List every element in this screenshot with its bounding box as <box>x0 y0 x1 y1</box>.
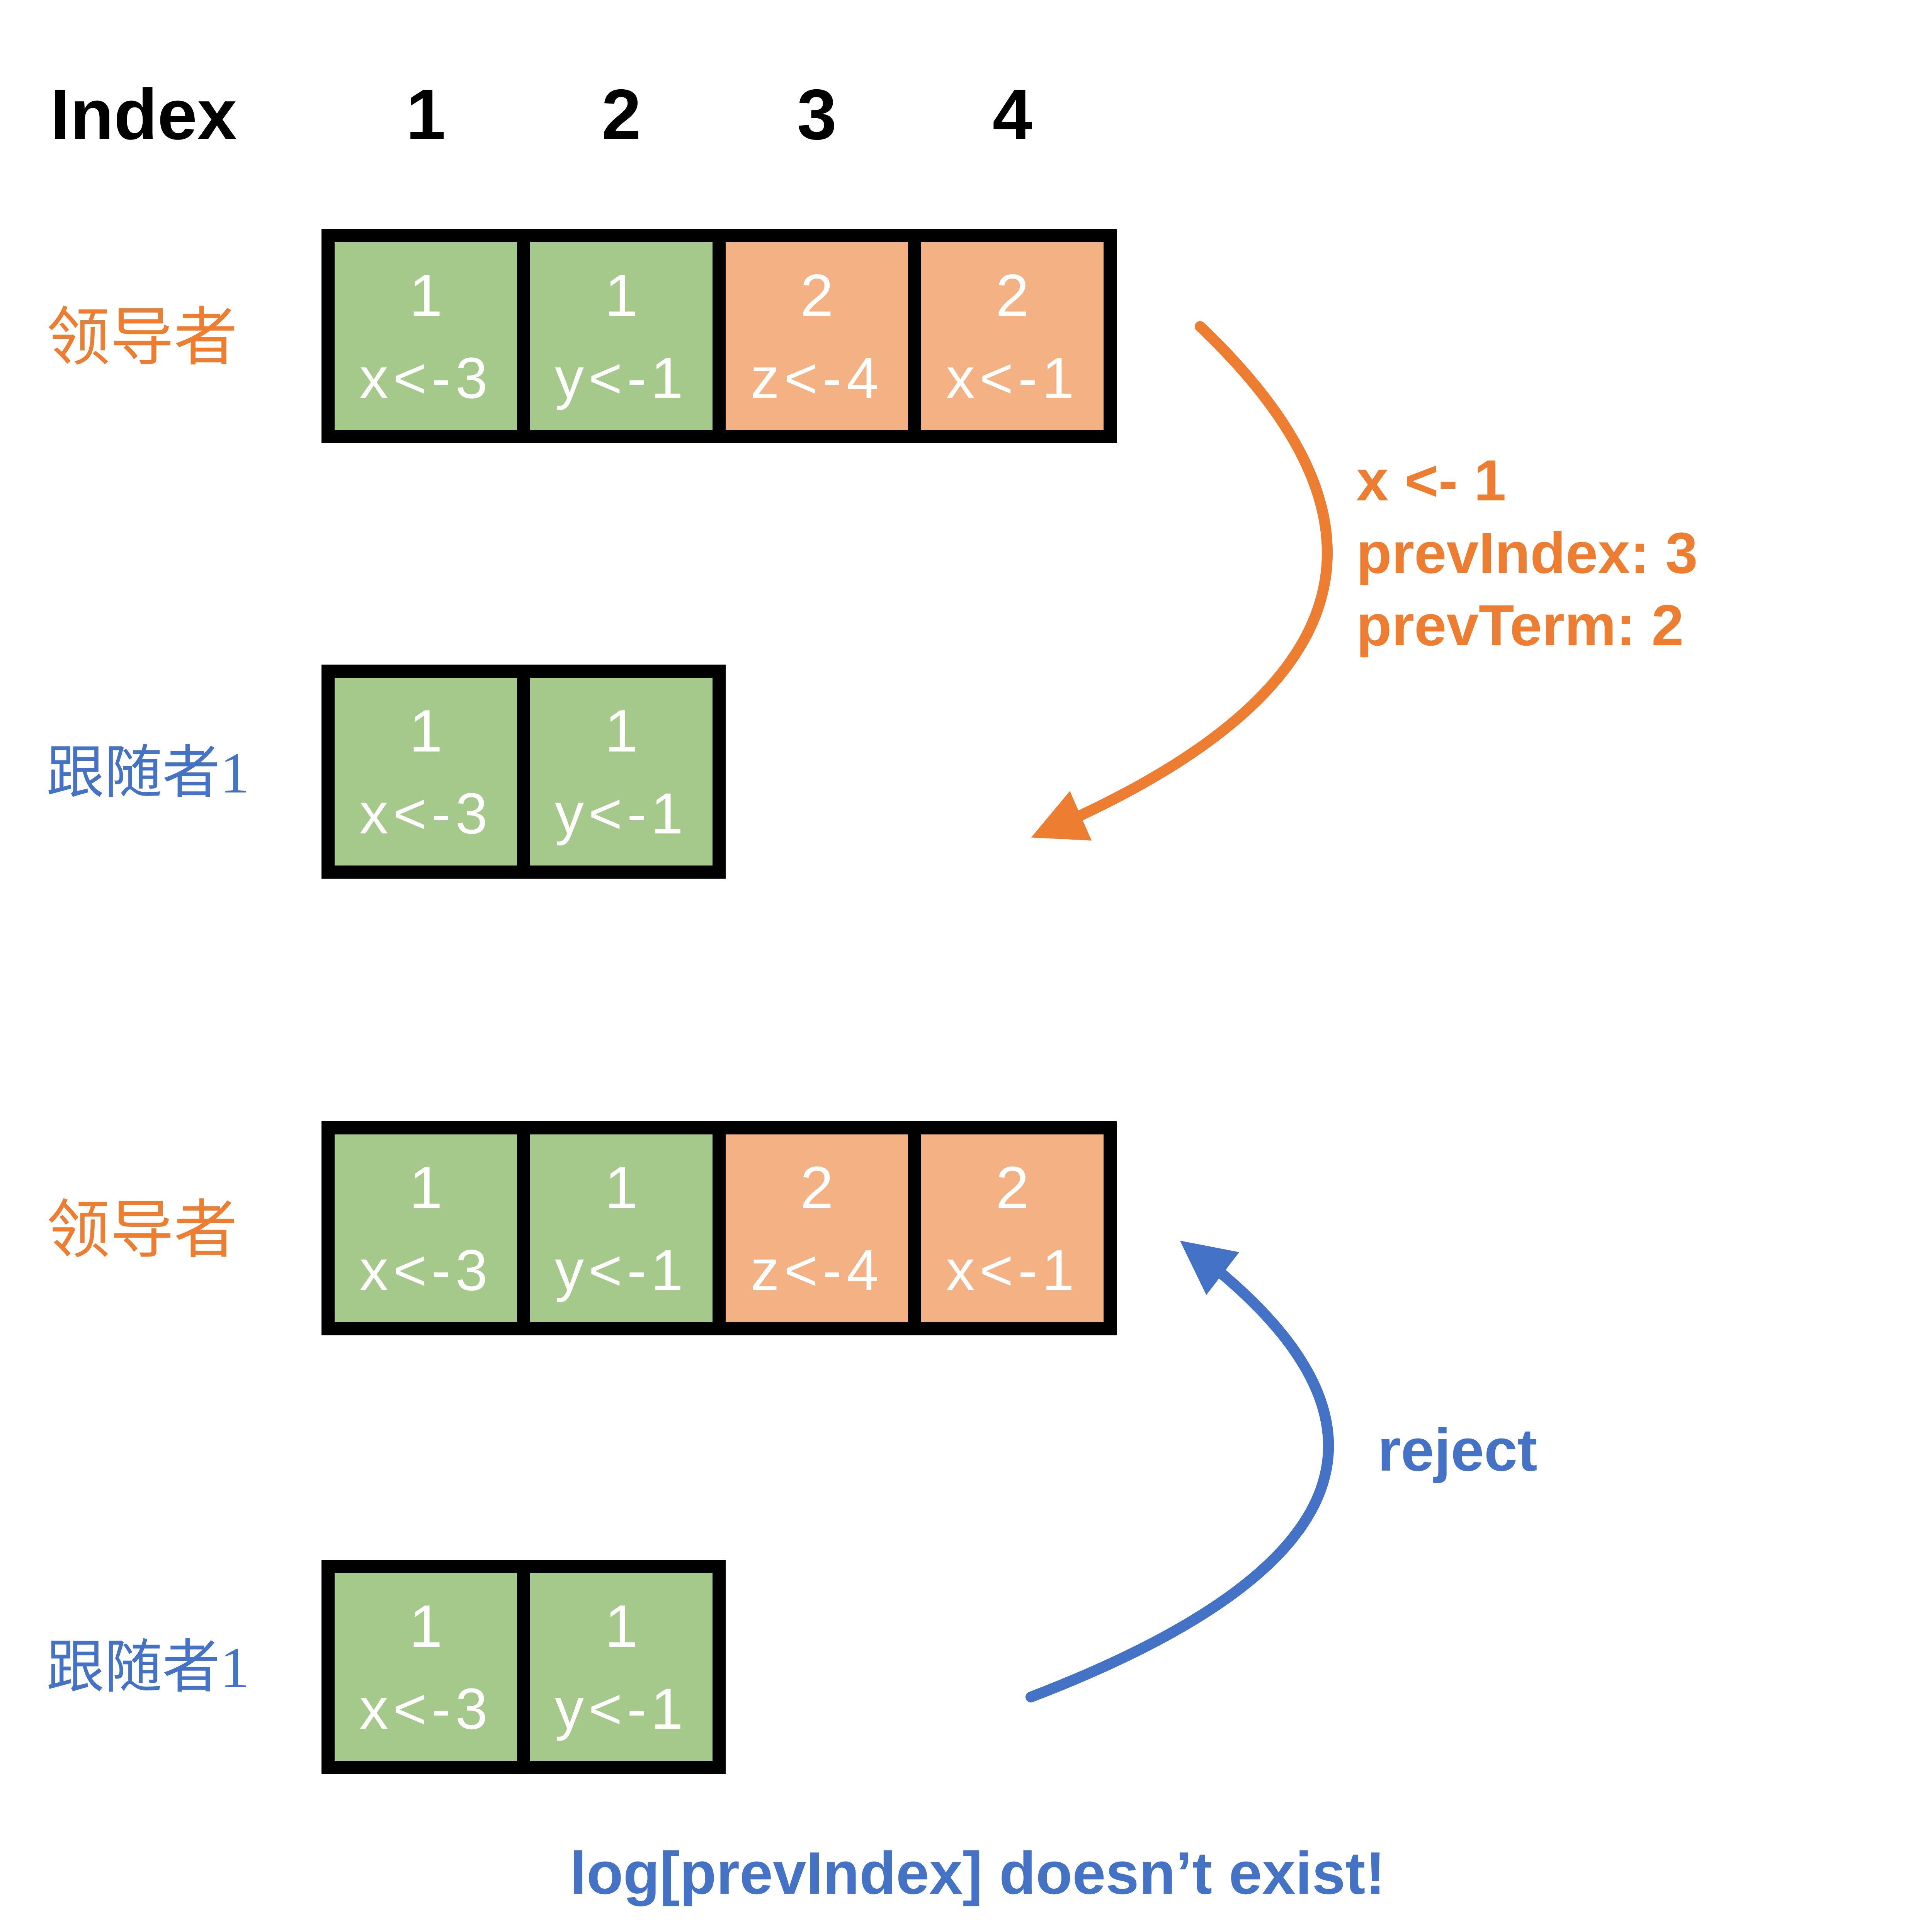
message-line: x <- 1 <box>1356 448 1506 513</box>
entry-term: 1 <box>604 262 638 329</box>
entry-command: y<-1 <box>555 781 688 846</box>
entry-term: 1 <box>604 1154 638 1221</box>
follower-log-step2: 1 x<-3 1 y<-1 <box>321 1560 726 1774</box>
log-entry-cell: 2 x<-1 <box>921 242 1104 430</box>
log-entry-cell: 1 x<-3 <box>335 1134 517 1322</box>
follower-label-step2: 跟随者1 <box>46 1636 250 1700</box>
entry-term: 1 <box>409 1593 443 1660</box>
entry-command: y<-1 <box>555 345 688 410</box>
index-column-2: 2 <box>601 75 641 155</box>
leader-log-step1: 1 x<-3 1 y<-1 2 z<-4 2 x<-1 <box>321 229 1117 443</box>
log-entry-cell: 1 y<-1 <box>530 678 713 866</box>
entry-command: z<-4 <box>750 345 883 410</box>
entry-command: x<-3 <box>359 345 492 410</box>
reject-reason-caption: log[prevIndex] doesn’t exist! <box>570 1840 1386 1906</box>
entry-command: x<-3 <box>359 1676 492 1741</box>
log-entry-cell: 1 y<-1 <box>530 1134 713 1322</box>
entry-command: y<-1 <box>555 1676 688 1741</box>
leader-label-step1: 领导者 <box>46 303 238 373</box>
entry-command: z<-4 <box>750 1237 883 1303</box>
log-entry-cell: 1 y<-1 <box>530 242 713 430</box>
log-entry-cell: 1 y<-1 <box>530 1573 713 1761</box>
message-line: prevTerm: 2 <box>1356 593 1684 658</box>
leader-label-step2: 领导者 <box>46 1195 238 1266</box>
entry-command: x<-3 <box>359 781 492 846</box>
log-entry-cell: 2 z<-4 <box>726 242 908 430</box>
leader-log-step2: 1 x<-3 1 y<-1 2 z<-4 2 x<-1 <box>321 1121 1117 1335</box>
entry-term: 1 <box>409 262 443 329</box>
entry-command: x<-1 <box>946 345 1079 410</box>
entry-term: 1 <box>409 1154 443 1221</box>
reject-message: reject <box>1378 1416 1537 1483</box>
entry-command: x<-3 <box>359 1237 492 1303</box>
index-column-4: 4 <box>992 75 1032 155</box>
entry-term: 1 <box>604 1593 638 1660</box>
entry-term: 2 <box>995 262 1029 329</box>
entry-term: 2 <box>800 1154 834 1221</box>
index-column-3: 3 <box>797 75 837 155</box>
follower-log-step1: 1 x<-3 1 y<-1 <box>321 665 726 879</box>
log-entry-cell: 2 z<-4 <box>726 1134 908 1322</box>
index-column-1: 1 <box>406 75 446 155</box>
entry-term: 2 <box>800 262 834 329</box>
entry-command: x<-1 <box>946 1237 1079 1303</box>
entry-term: 1 <box>409 697 443 765</box>
entry-term: 1 <box>604 697 638 765</box>
entry-command: y<-1 <box>555 1237 688 1303</box>
follower-label-step1: 跟随者1 <box>46 741 250 805</box>
log-entry-cell: 1 x<-3 <box>335 242 517 430</box>
entry-term: 2 <box>995 1154 1029 1221</box>
append-entries-message: x <- 1 prevIndex: 3 prevTerm: 2 <box>1356 444 1698 662</box>
message-line: prevIndex: 3 <box>1356 520 1698 585</box>
log-entry-cell: 1 x<-3 <box>335 678 517 866</box>
log-entry-cell: 1 x<-3 <box>335 1573 517 1761</box>
log-entry-cell: 2 x<-1 <box>921 1134 1104 1322</box>
index-header-label: Index <box>50 75 237 155</box>
